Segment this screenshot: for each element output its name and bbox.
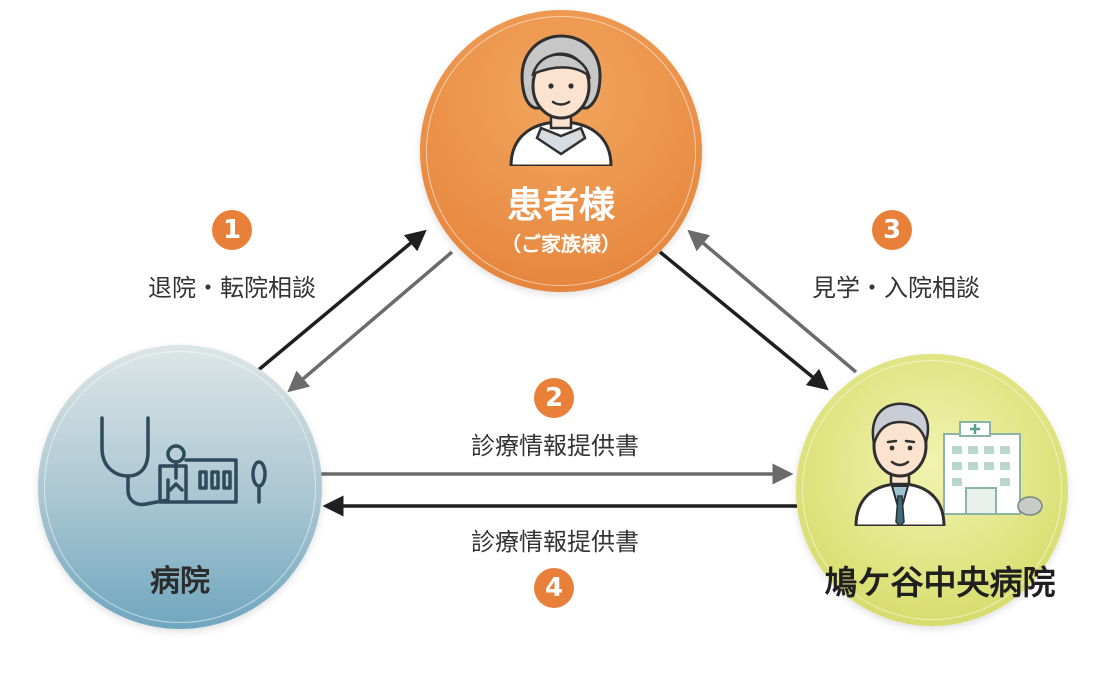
step-1-label: 退院・転院相談: [148, 274, 316, 302]
elderly-woman-icon: [509, 34, 613, 166]
step-4-label: 診療情報提供書: [471, 528, 639, 556]
central-hospital-circle: [796, 354, 1068, 626]
patient-subtitle: （ご家族様）: [501, 232, 621, 256]
step-2-label: 診療情報提供書: [471, 432, 639, 460]
hospital-title: 病院: [150, 564, 210, 599]
arrow-patient-to-hospital: [287, 250, 454, 393]
step-1-badge: 1: [212, 210, 252, 250]
step-3-label: 見学・入院相談: [812, 274, 980, 302]
arrow-hospital-to-patient: [254, 229, 427, 374]
central-hospital-title: 鳩ケ谷中央病院: [824, 563, 1056, 602]
doctor-hospital-icon: [854, 402, 1043, 526]
stethoscope-building-icon: [100, 416, 267, 507]
arrow-central-to-patient: [687, 229, 858, 374]
patient-title: 患者様: [506, 185, 615, 226]
arrow-patient-to-central: [658, 250, 829, 391]
step-3-badge: 3: [872, 210, 912, 250]
step-4-badge: 4: [534, 568, 574, 608]
step-2-badge: 2: [534, 378, 574, 418]
